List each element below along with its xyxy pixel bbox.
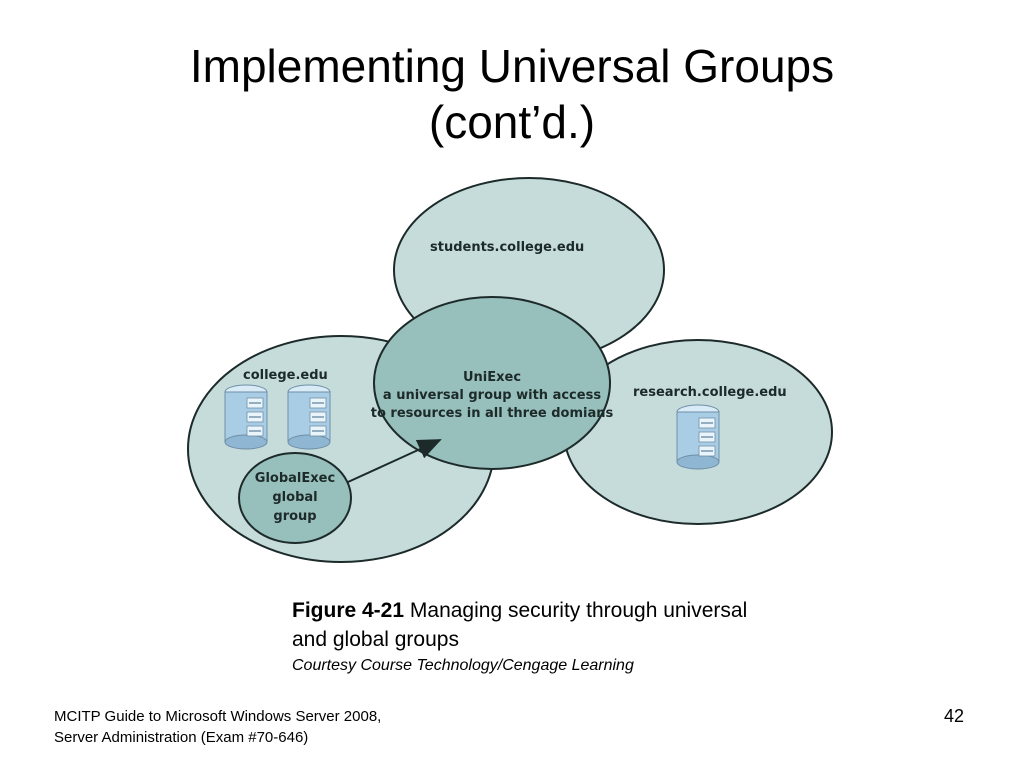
uniexec-group-circle [373, 296, 611, 470]
footer-line-1: MCITP Guide to Microsoft Windows Server … [54, 708, 382, 725]
uniexec-name: UniExec [463, 370, 521, 385]
college-domain-label: college.edu [243, 368, 328, 383]
title-line-2: (cont’d.) [428, 96, 596, 148]
globalexec-group-circle [238, 452, 352, 544]
figure-description: Managing security through universal and … [292, 599, 748, 651]
globalexec-type-2: group [273, 509, 316, 524]
uniexec-description-1: a universal group with access [383, 388, 601, 403]
figure-caption: Figure 4-21 Managing security through un… [292, 596, 752, 678]
globalexec-name: GlobalExec [255, 471, 335, 486]
figure-number: Figure 4-21 [292, 599, 405, 622]
footer-line-2: Server Administration (Exam #70-646) [54, 729, 309, 746]
page-number: 42 [943, 706, 964, 726]
server-icon [676, 404, 720, 470]
figure-credit: Courtesy Course Technology/Cengage Learn… [292, 657, 634, 674]
research-domain-label: research.college.edu [633, 385, 787, 400]
students-domain-label: students.college.edu [430, 240, 584, 255]
server-icon [287, 384, 331, 450]
title-line-1: Implementing Universal Groups [189, 40, 835, 92]
server-icon [224, 384, 268, 450]
arrow-connector-icon [347, 439, 442, 483]
globalexec-type-1: global [272, 490, 317, 505]
uniexec-description-2: to resources in all three domians [371, 406, 614, 421]
slide-title: Implementing Universal Groups (cont’d.) [0, 38, 1024, 150]
domain-diagram: students.college.edu college.edu researc… [180, 172, 840, 572]
footer-book-title: MCITP Guide to Microsoft Windows Server … [54, 706, 381, 748]
